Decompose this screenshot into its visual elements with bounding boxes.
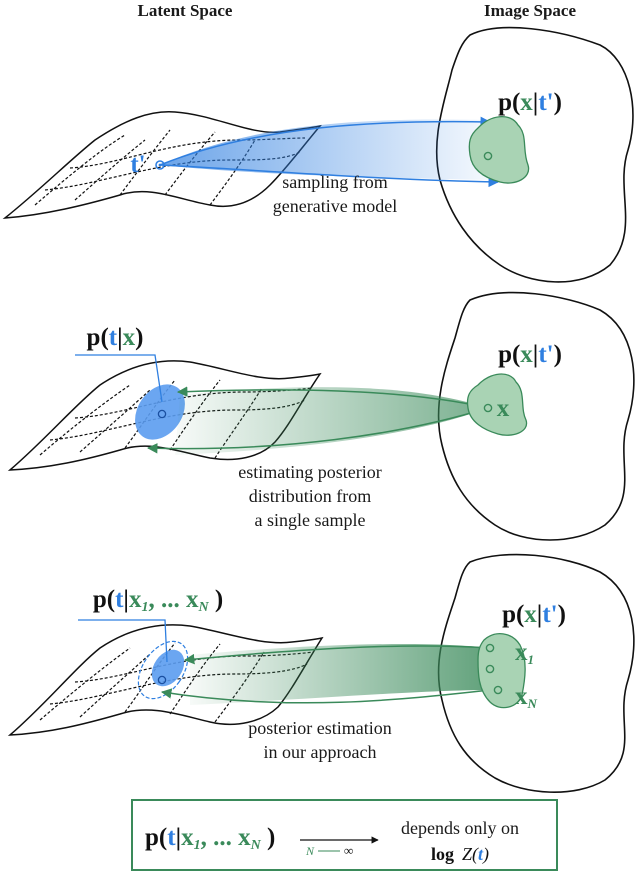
sampling-arrow-bottom <box>159 164 500 188</box>
posterior-label: p(t|x) <box>87 324 144 351</box>
panel-3: p(t|x1, ... xN ) x1 xN p(x|t') posterior… <box>7 553 635 793</box>
estimation-arrow-top <box>176 386 489 409</box>
image-distribution-label: p(x|t') <box>498 89 562 116</box>
sampling-beam <box>160 119 495 180</box>
estimation-arrow-top <box>183 645 491 665</box>
panel-2-caption-line-3: a single sample <box>255 510 366 530</box>
image-distribution-label: p(x|t') <box>502 601 566 628</box>
image-space-blob <box>437 291 635 541</box>
panel-2: p(t|x) x p(x|t') estimating posterior di… <box>7 291 635 541</box>
image-space-blob <box>437 553 635 793</box>
summary-box: p(t|x1, ... xN ) N ∞ depends only on log… <box>131 799 558 871</box>
latent-space-header: Latent Space <box>138 1 233 20</box>
latent-point-dot <box>158 163 162 167</box>
panel-2-caption-line-1: estimating posterior <box>238 462 381 482</box>
panel-1-caption-line-1: sampling from <box>282 172 388 192</box>
posterior-center <box>157 675 167 685</box>
panel-1: t' p(x|t') sampling from generative mode… <box>2 26 634 283</box>
summary-lhs: p(t|x1, ... xN ) <box>145 824 275 853</box>
latent-point-label: t' <box>130 151 145 178</box>
posterior-label-pointer <box>75 354 163 403</box>
latent-point-t-prime <box>155 160 165 170</box>
posterior-ellipse <box>151 649 185 687</box>
image-distribution-blob <box>466 373 528 436</box>
image-distribution-center <box>483 151 493 161</box>
sample-1-label: x1 <box>515 639 534 667</box>
sample-point-n <box>493 685 503 695</box>
image-space-blob <box>435 26 634 283</box>
limit-n: N <box>305 844 315 858</box>
panel-2-caption-line-2: distribution from <box>249 486 372 506</box>
estimation-arrow-bottom <box>146 407 489 454</box>
single-sample-label: x <box>497 395 510 422</box>
summary-rhs-line-1: depends only on <box>401 818 519 838</box>
posterior-label: p(t|x1, ... xN ) <box>93 586 223 615</box>
panel-3-caption-line-1: posterior estimation <box>248 718 391 738</box>
sample-point-1 <box>485 643 495 653</box>
posterior-ellipse <box>135 384 185 440</box>
image-space-header: Image Space <box>484 1 577 20</box>
limit-infinity: ∞ <box>344 843 353 858</box>
image-distribution-blob <box>468 116 530 184</box>
panel-3-caption-line-2: in our approach <box>264 742 377 762</box>
posterior-outline <box>137 640 189 700</box>
sample-n-label: xN <box>515 683 538 711</box>
posterior-center <box>157 409 167 419</box>
image-distribution-label: p(x|t') <box>498 341 562 368</box>
estimation-beam <box>175 387 488 455</box>
estimation-beam <box>190 644 492 705</box>
panel-1-caption-line-2: generative model <box>273 196 397 216</box>
single-sample-point <box>483 403 493 413</box>
sample-point-2 <box>485 664 495 674</box>
estimation-arrow-bottom <box>160 688 491 704</box>
posterior-label-pointer <box>78 619 168 663</box>
sampling-arrow-top <box>159 116 492 166</box>
